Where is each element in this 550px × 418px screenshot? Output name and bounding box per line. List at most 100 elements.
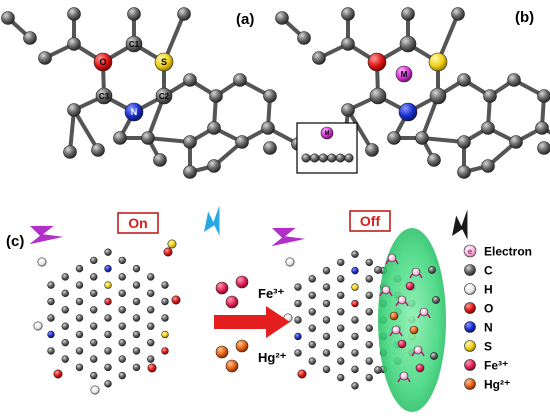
flake-atom <box>90 273 97 280</box>
flake-atom <box>352 284 359 291</box>
flake-atom <box>105 315 112 322</box>
flake-atom <box>90 323 97 330</box>
flake-atom <box>62 356 69 363</box>
electron <box>398 296 406 304</box>
fe-in-ellipse <box>406 282 414 290</box>
carbon-atom <box>24 32 37 45</box>
flake-atom <box>90 257 97 264</box>
electron <box>400 372 408 380</box>
carbon-atom <box>184 136 197 149</box>
carbon-atom <box>178 8 191 21</box>
carbon-atom <box>538 90 550 103</box>
electron <box>412 268 420 276</box>
edge-atom <box>286 258 294 266</box>
on-label: On <box>128 215 147 231</box>
flake-atom <box>366 374 373 381</box>
flake-atom <box>162 315 169 322</box>
flake-atom <box>62 273 69 280</box>
flake-atom <box>295 284 302 291</box>
flake-atom <box>352 267 359 274</box>
flake-atom <box>337 341 344 348</box>
n-label: N <box>131 107 138 117</box>
flake-atom <box>48 298 55 305</box>
flake-atom <box>295 350 302 357</box>
c3-label: C3 <box>99 92 110 101</box>
flake-atom <box>48 282 55 289</box>
edge-atom <box>91 386 99 394</box>
legend-electron-symbol: e <box>468 247 473 256</box>
flake-atom <box>90 356 97 363</box>
flake-atom <box>309 341 316 348</box>
flake-atom <box>119 339 126 346</box>
flake-atom <box>337 292 344 299</box>
carbon-atom <box>184 166 197 179</box>
flake-atom <box>119 306 126 313</box>
flake-atom <box>366 358 373 365</box>
flake-atom <box>366 325 373 332</box>
flake-atom <box>337 374 344 381</box>
fe-ion <box>216 282 228 294</box>
flake-atom <box>352 366 359 373</box>
carbon-atom <box>458 74 471 87</box>
legend-swatch <box>465 322 476 333</box>
flake-atom <box>90 290 97 297</box>
flake-atom <box>366 259 373 266</box>
inset-carbon-atom <box>319 154 327 162</box>
flake-atom <box>352 333 359 340</box>
flake-atom <box>105 331 112 338</box>
edge-atom <box>298 370 306 378</box>
flake-atom <box>352 300 359 307</box>
carbon-atom <box>264 142 277 155</box>
flake-atom <box>323 300 330 307</box>
carbon-in-ellipse <box>430 352 437 359</box>
flake-atom <box>105 265 112 272</box>
flake-atom <box>366 275 373 282</box>
flake-atom <box>76 265 83 272</box>
panel-b-label: (b) <box>515 9 534 26</box>
fe-ion <box>236 276 248 288</box>
flake-atom <box>162 348 169 355</box>
flake-atom <box>295 333 302 340</box>
legend-swatch <box>465 265 476 276</box>
inset-carbon-atom <box>302 154 310 162</box>
flake-atom <box>323 317 330 324</box>
carbon-atom <box>402 8 415 21</box>
flake-atom <box>337 325 344 332</box>
s-label: S <box>161 57 167 67</box>
bond <box>74 110 98 150</box>
flake-atom <box>119 273 126 280</box>
carbon-atom <box>536 122 549 135</box>
carbon-atom <box>64 146 77 159</box>
fe-in-ellipse <box>398 340 406 348</box>
carbon-atom <box>234 74 247 87</box>
carbon-atom <box>400 36 416 52</box>
carbon-atom <box>428 154 441 167</box>
carbon-atom <box>342 8 355 21</box>
flake-atom <box>105 380 112 387</box>
flake-atom <box>147 356 154 363</box>
carbon-atom <box>538 142 550 155</box>
flake-atom <box>337 358 344 365</box>
panel-a-label: (a) <box>236 11 254 28</box>
flake-atom <box>105 298 112 305</box>
carbon-atom <box>388 132 401 145</box>
flake-atom <box>366 308 373 315</box>
edge-atom <box>54 370 62 378</box>
flake-atom <box>48 331 55 338</box>
flake-atom <box>309 308 316 315</box>
flake-atom <box>295 300 302 307</box>
edge-atom <box>34 322 42 330</box>
hg-ion <box>226 360 238 372</box>
carbon-atom <box>370 88 386 104</box>
electron <box>392 326 400 334</box>
carbon-atom <box>208 122 221 135</box>
legend-swatch <box>465 379 476 390</box>
legend-label: Electron <box>484 245 532 259</box>
flake-atom <box>76 298 83 305</box>
carbon-atom <box>342 38 355 51</box>
carbon-atom <box>92 144 105 157</box>
green-ellipse <box>378 228 446 412</box>
carbon-atom <box>430 88 446 104</box>
